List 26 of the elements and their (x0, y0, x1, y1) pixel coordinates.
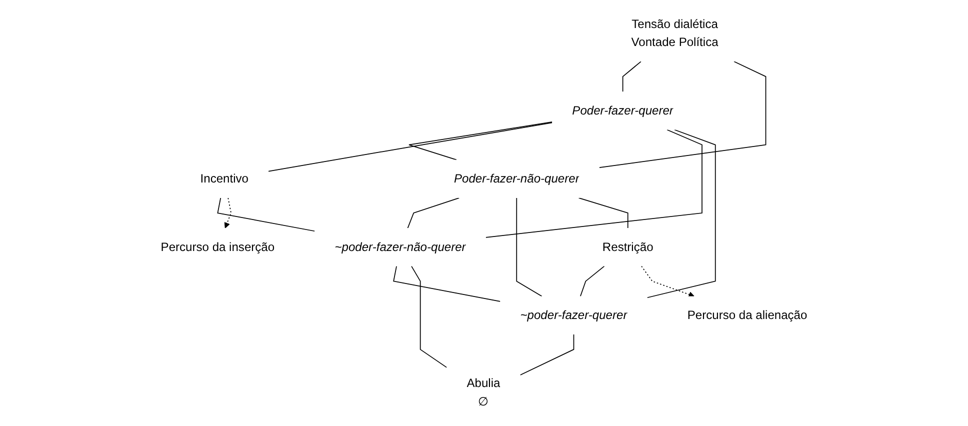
node-text: Poder-fazer-querer (572, 104, 674, 118)
connector (622, 61, 642, 92)
node-text: ~poder-fazer-não-querer (334, 240, 466, 254)
connector (217, 198, 316, 232)
connector (646, 129, 716, 298)
connector (516, 198, 542, 297)
arrow (641, 266, 694, 298)
node-text: ~poder-fazer-querer (520, 308, 628, 322)
connector (411, 266, 448, 368)
node-text: Abulia ∅ (466, 376, 500, 408)
connector (578, 198, 628, 228)
node-text: Restrição (602, 240, 654, 254)
node-text: Poder-fazer-não-querer (454, 172, 580, 186)
connector (485, 129, 702, 238)
connector (598, 61, 766, 168)
connector (580, 266, 605, 297)
arrow (224, 198, 232, 228)
connector (393, 266, 501, 302)
node-text: Tensão dialética Vontade Política (631, 17, 718, 49)
connector (407, 198, 460, 228)
node-text: Incentivo (200, 172, 248, 186)
node-text: Percurso da alienação (687, 308, 808, 322)
connector (268, 122, 553, 172)
connector (520, 334, 574, 376)
node-text: Percurso da inserção (160, 240, 275, 254)
connector (408, 122, 553, 160)
